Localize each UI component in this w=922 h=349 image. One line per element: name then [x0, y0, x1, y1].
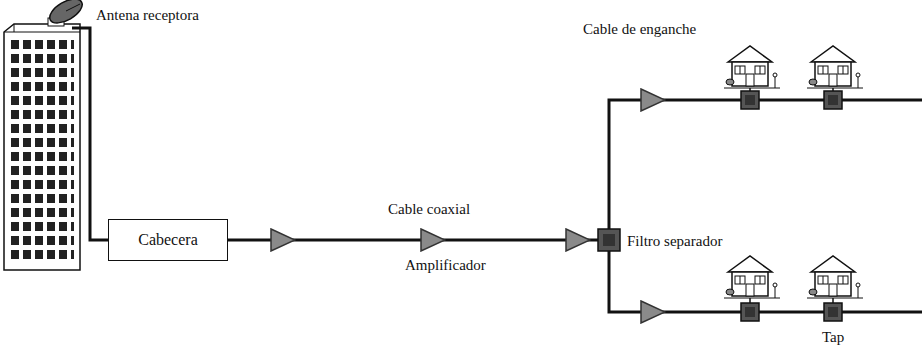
part-label-box: Cable de enganche: [583, 20, 696, 38]
part-label: Amplificador: [405, 257, 486, 273]
part-label-box: Amplificador: [405, 256, 486, 274]
part-label: Cable de enganche: [583, 21, 696, 37]
node-text: Cabecera: [138, 231, 198, 249]
part-label: Cable coaxial: [388, 201, 470, 217]
subscriber-house: [724, 46, 863, 298]
part-label: Filtro separador: [627, 233, 722, 249]
receiving-dish: [46, 0, 86, 28]
part-label-box: Cable coaxial: [388, 200, 470, 218]
part-label-box: Antena receptora: [96, 6, 199, 24]
part-label-box: Filtro separador: [627, 232, 722, 250]
part-label-box: Tap: [822, 328, 844, 346]
amplifier: [271, 89, 665, 323]
coaxial-cable: [72, 28, 922, 312]
process-box: Cabecera: [108, 219, 228, 261]
part-label: Tap: [822, 329, 844, 345]
building: [4, 24, 80, 270]
splitter: [598, 229, 620, 251]
part-label: Antena receptora: [96, 7, 199, 23]
